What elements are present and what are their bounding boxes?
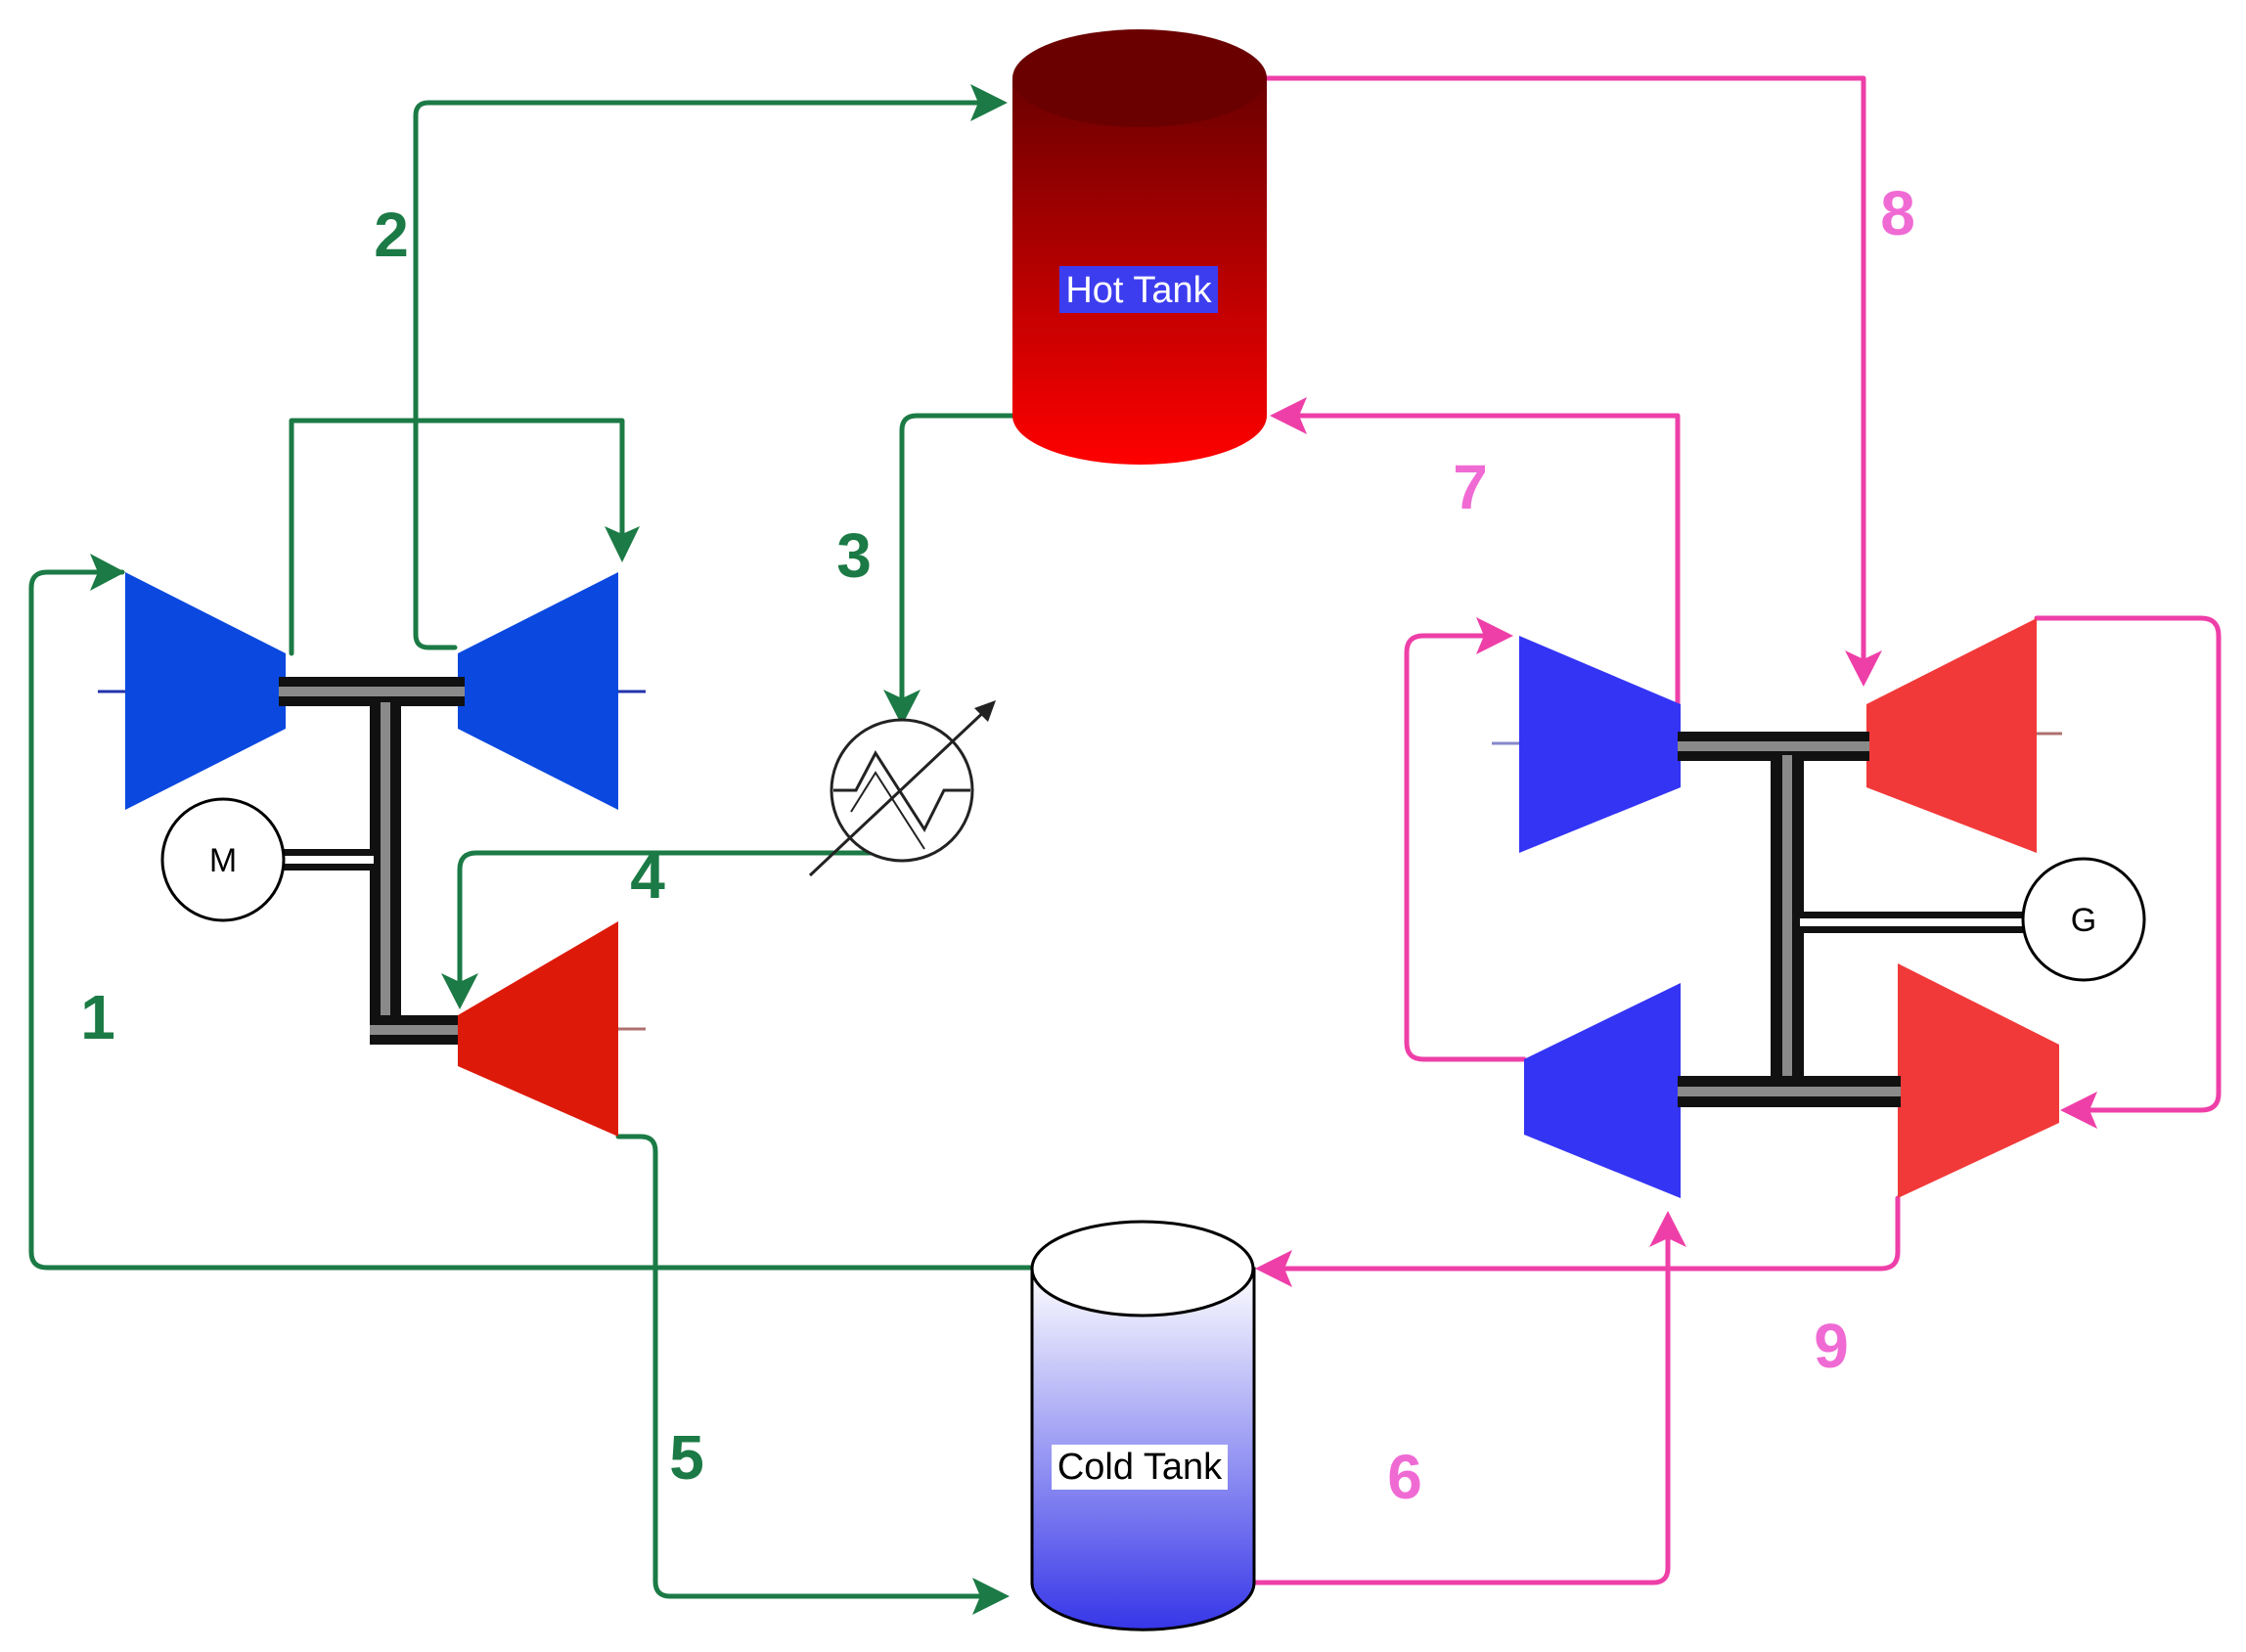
state-label-4: 4 [630,841,665,912]
heat-exchanger-arrowhead [974,700,996,722]
flow-line-5 [615,1134,1001,1599]
discharge-turbine-upper [1866,618,2037,853]
arrowhead-5 [972,1578,1010,1615]
arrowhead-8 [1845,650,1882,687]
intercool-loop [1404,633,1527,1062]
motor-shaft-core [284,856,374,864]
reheat-arrowhead [2060,1092,2097,1129]
state-label-9: 9 [1814,1311,1849,1381]
arrowhead-2 [970,84,1008,121]
motor-icon: M [160,797,286,922]
vertical-shaft-right-core [1782,755,1792,1107]
discharge-compressor-lower [1524,983,1681,1198]
charging-machine-set: M [98,572,646,1137]
state-label-1: 1 [80,982,115,1052]
state-label-3: 3 [836,520,872,591]
charge-compressor [125,572,286,810]
arrowhead-4 [441,973,478,1009]
right-upper-shaft-core [1678,741,1869,751]
arrowhead-9 [1255,1250,1292,1287]
vertical-shaft-left-core [381,702,390,1035]
right-lower-shaft-core [1678,1087,1901,1096]
state-labels: 1 2 3 4 5 6 7 8 9 [80,178,1915,1512]
flow-line-4 [457,850,905,1001]
state-label-7: 7 [1453,452,1488,522]
flow-line-3 [899,413,1015,717]
hot-tank-label-bg [1059,266,1218,313]
hot-tank-label: Hot Tank [1065,270,1212,311]
arrowhead-3 [883,690,921,726]
cold-tank-top [1030,1220,1255,1317]
hot-tank-top [1012,29,1267,127]
generator-label: G [2071,902,2096,939]
arrowhead-1 [90,554,125,591]
state-label-5: 5 [669,1422,704,1493]
intercool-arrowhead [1476,617,1513,654]
top-shaft-core [279,687,465,696]
heat-exchanger-icon [808,700,996,877]
flow-line-2 [413,100,999,650]
cold-tank-label-bg [1052,1445,1228,1490]
generator-shaft-core [1800,918,2027,926]
state-label-6: 6 [1387,1442,1422,1512]
compressor-crossover-line [289,418,625,656]
heat-exchanger-zigzag-2 [850,771,925,850]
cold-tank: Cold Tank [1030,1220,1256,1631]
cold-tank-label: Cold Tank [1057,1447,1223,1488]
flow-line-7 [1279,413,1681,707]
discharge-loop [1251,75,2222,1585]
state-label-8: 8 [1880,178,1915,248]
flow-line-6 [1251,1220,1671,1585]
reheat-loop [2034,615,2222,1113]
hot-tank: Hot Tank [1012,29,1267,465]
charge-expander-blue [458,572,618,810]
discharge-turbine-lower [1898,963,2059,1198]
bottom-shaft-left-core [370,1025,468,1035]
motor-label: M [209,842,237,879]
heat-exchanger-diagonal [808,704,992,877]
discharging-machine-set: G [1492,618,2146,1198]
generator-icon: G [2021,857,2146,982]
discharge-compressor-upper [1519,636,1681,853]
arrowhead-7 [1270,397,1307,434]
flow-line-9 [1264,1195,1901,1272]
charge-loop [28,84,1035,1615]
flow-line-8 [1264,75,1866,678]
flow-line-1 [28,569,1035,1271]
crossover-arrowhead [605,526,640,562]
state-label-2: 2 [374,200,409,270]
arrowhead-6 [1649,1211,1686,1247]
charge-turbine [458,921,618,1137]
